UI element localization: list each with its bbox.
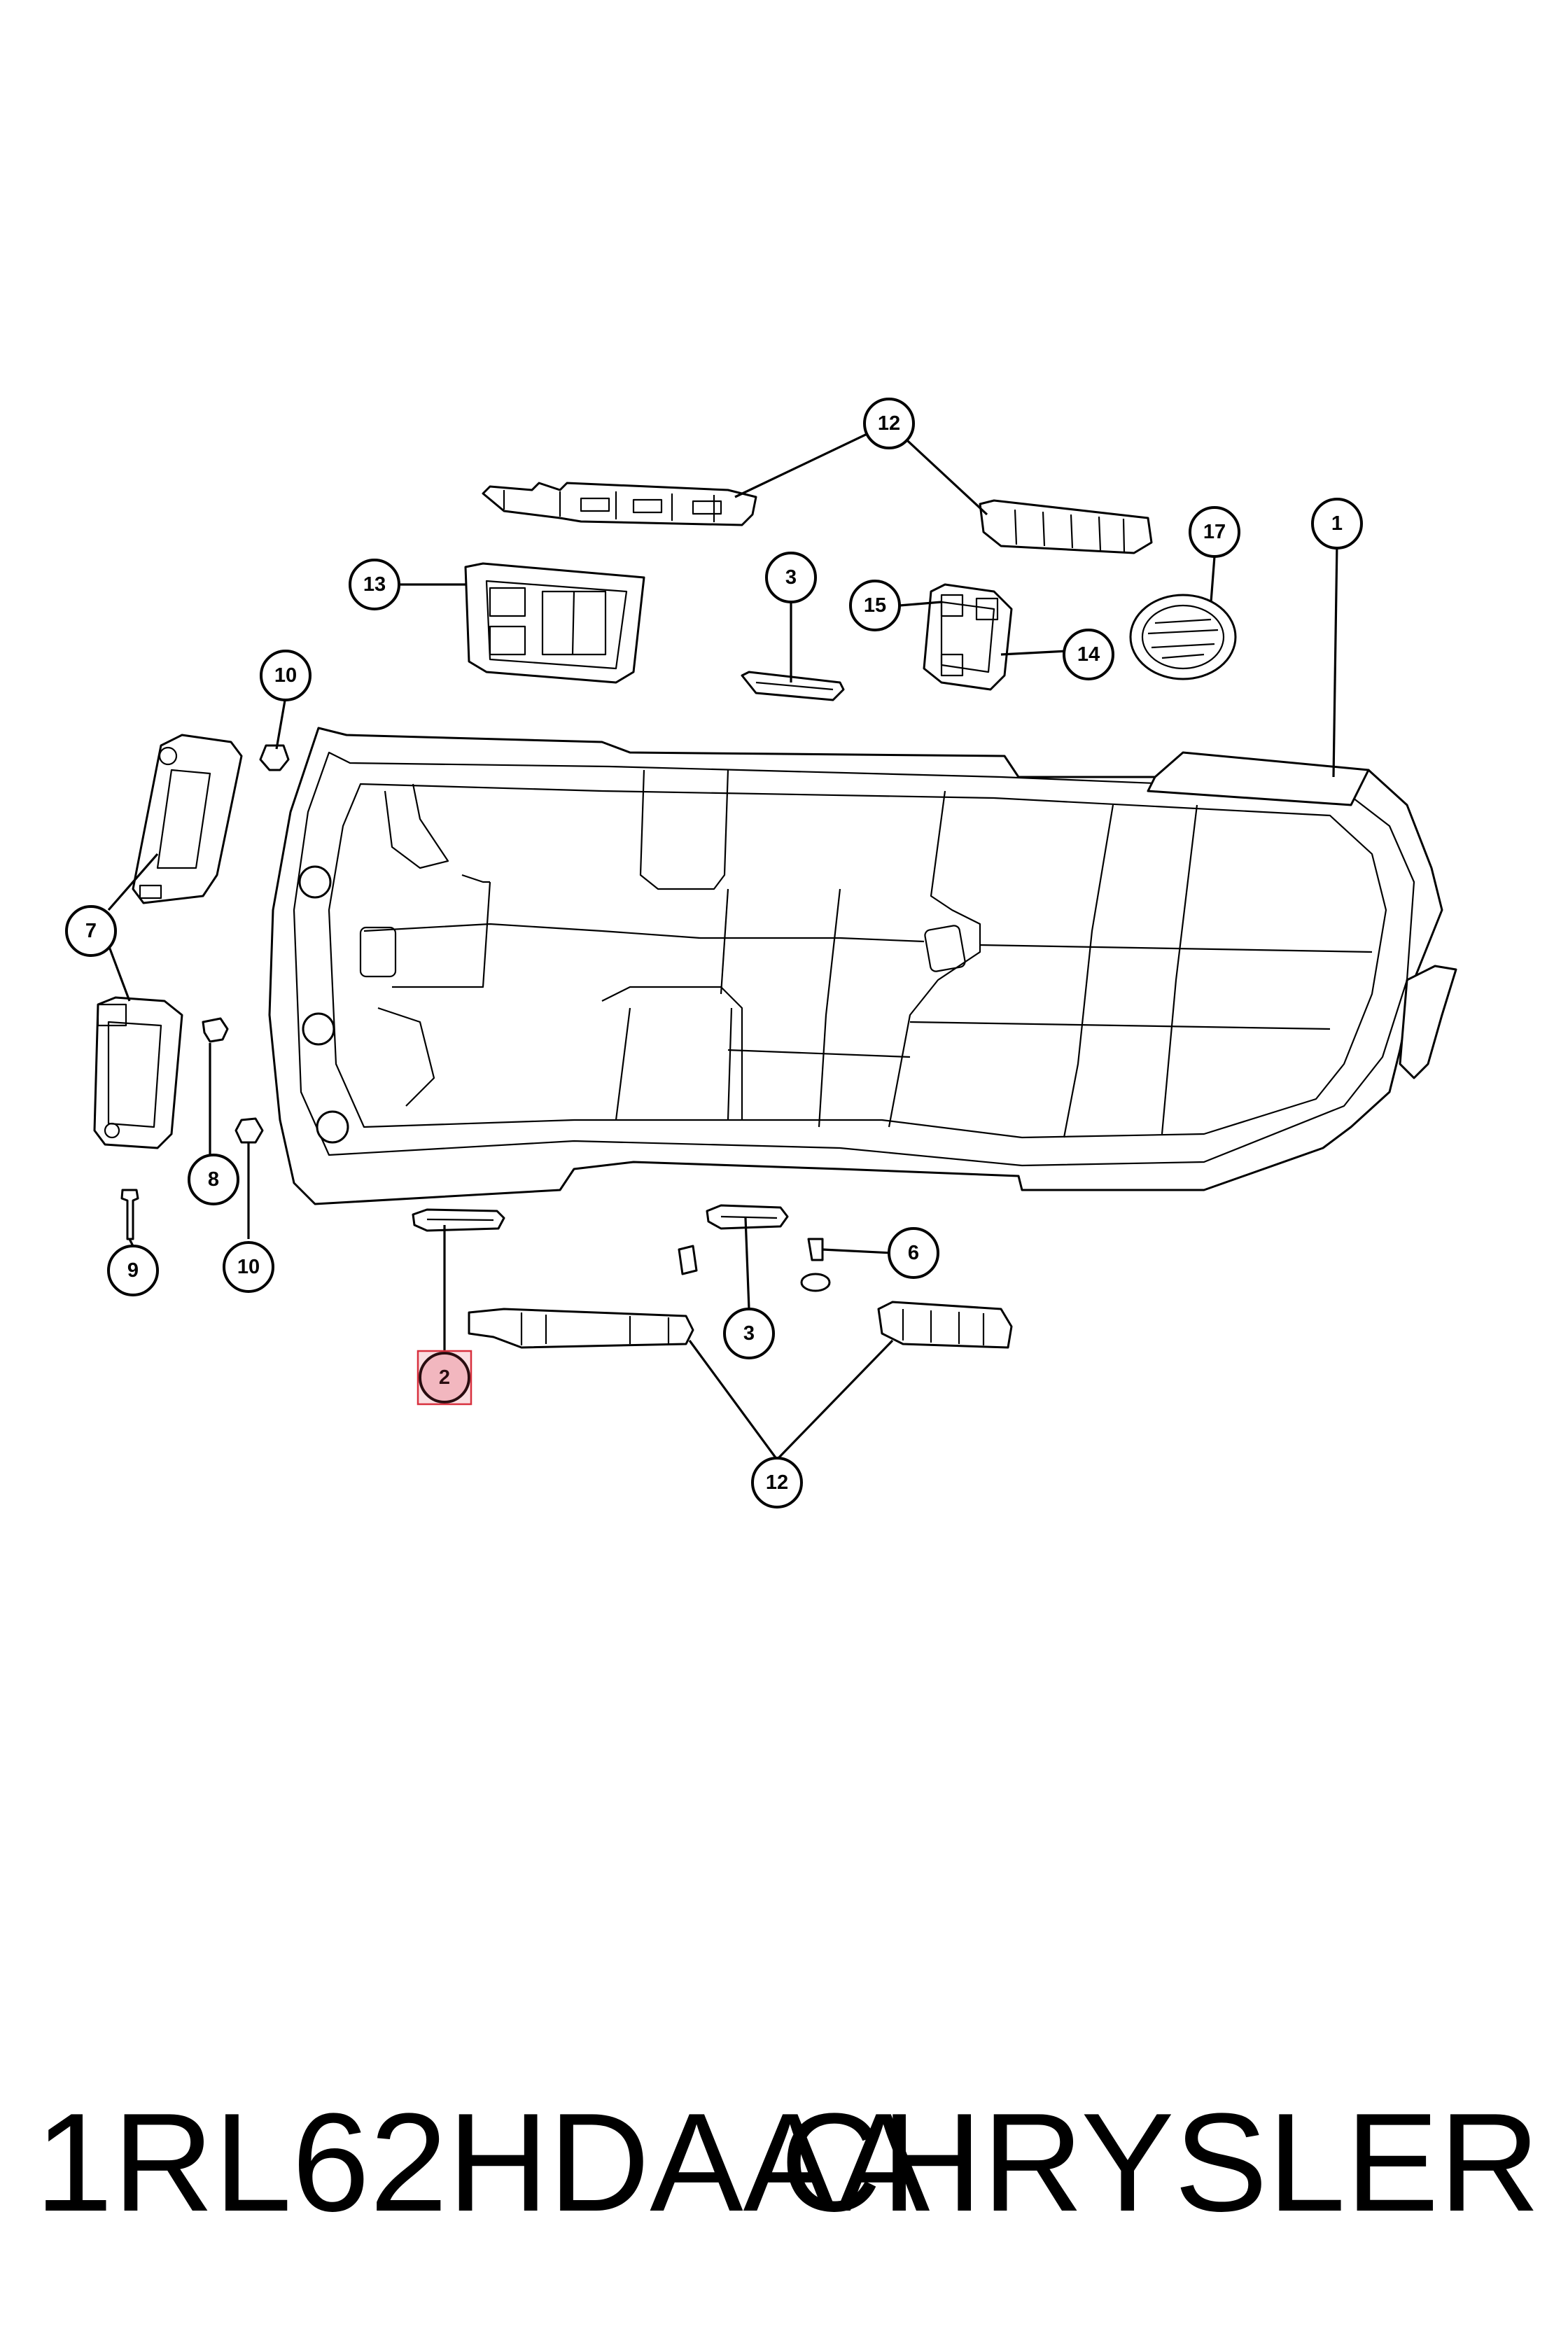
svg-text:10: 10	[274, 664, 297, 687]
callout-1: 1	[1311, 498, 1363, 550]
headliner-panel	[268, 727, 1457, 1205]
callout-2-highlighted[interactable]: 2	[416, 1350, 472, 1406]
svg-text:12: 12	[766, 1471, 788, 1494]
rail-bracket-top-right	[979, 499, 1153, 554]
clip-top	[259, 744, 290, 771]
assist-handle-top	[741, 671, 845, 701]
svg-text:12: 12	[878, 412, 900, 435]
round-vent	[1129, 594, 1237, 680]
svg-text:8: 8	[208, 1168, 219, 1191]
callout-12-bottom: 12	[751, 1457, 803, 1508]
footer: 1RL62HDAAA CHRYSLER	[0, 2072, 1568, 2254]
callout-10-top: 10	[260, 650, 312, 701]
assist-handle-left	[412, 1208, 505, 1232]
callout-15: 15	[849, 580, 901, 631]
parts-diagram: 12 1 17 13 3 15 14 10 7 8 9 10	[65, 398, 1457, 1508]
callout-3-bottom: 3	[723, 1308, 775, 1359]
rail-bracket-bottom-left	[468, 1308, 694, 1349]
callout-9: 9	[107, 1245, 159, 1296]
callout-3-top: 3	[765, 552, 817, 603]
overhead-console	[464, 562, 645, 684]
callout-7: 7	[65, 905, 117, 957]
callout-14: 14	[1063, 629, 1114, 680]
callout-6: 6	[888, 1227, 939, 1279]
callout-8: 8	[188, 1154, 239, 1205]
sun-visor-lower	[93, 996, 183, 1149]
svg-text:17: 17	[1203, 521, 1226, 543]
rail-bracket-bottom-right	[877, 1301, 1013, 1349]
assist-handle-right	[706, 1204, 789, 1230]
svg-text:10: 10	[237, 1256, 260, 1278]
visor-clip	[202, 1017, 229, 1043]
svg-text:14: 14	[1077, 643, 1100, 666]
callout-10-bottom: 10	[223, 1241, 274, 1293]
svg-text:15: 15	[864, 594, 886, 617]
svg-text:9: 9	[127, 1259, 139, 1282]
svg-text:1: 1	[1331, 512, 1343, 535]
small-bracket	[678, 1238, 831, 1292]
svg-text:13: 13	[363, 573, 386, 596]
callout-12-top: 12	[863, 398, 915, 449]
svg-text:3: 3	[785, 566, 797, 589]
clip-bottom	[234, 1117, 264, 1144]
rail-bracket-top-left	[482, 482, 757, 526]
svg-text:3: 3	[743, 1322, 755, 1345]
brand-name: CHRYSLER	[780, 2085, 1540, 2241]
lamp-housing	[923, 583, 1013, 691]
leader-lines	[107, 422, 1338, 1461]
sun-visor-upper	[132, 734, 243, 904]
callout-17: 17	[1189, 506, 1240, 558]
callout-13: 13	[349, 559, 400, 610]
part-number: 1RL62HDAAA	[35, 2085, 930, 2241]
svg-text:6: 6	[908, 1242, 919, 1264]
svg-text:7: 7	[85, 920, 97, 942]
svg-text:2: 2	[439, 1366, 450, 1389]
screw	[120, 1189, 139, 1240]
